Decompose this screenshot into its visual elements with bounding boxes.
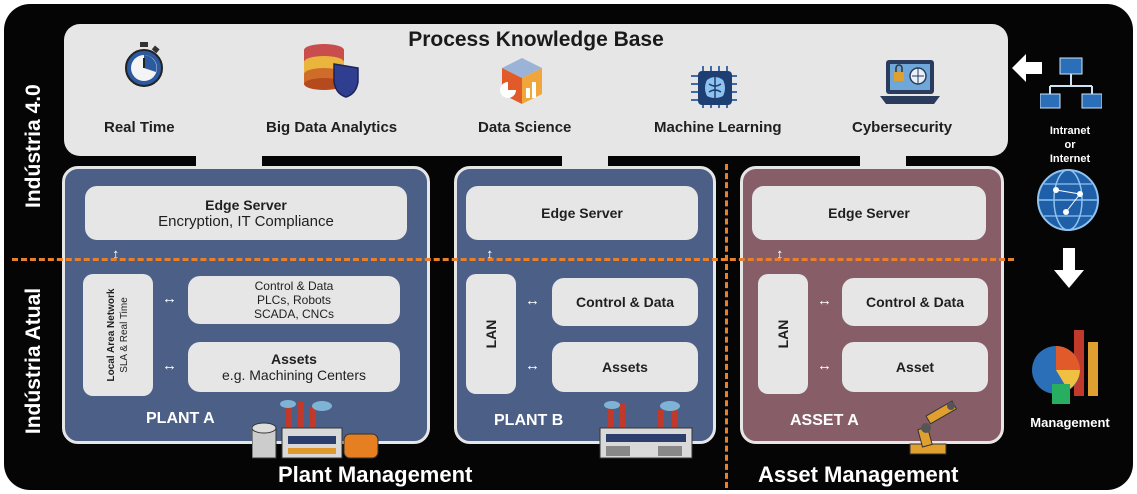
plant-a-lan-line1: Local Area Network [106,288,117,382]
management-divider-line [725,164,728,488]
plant-a-lan-line2: SLA & Real Time [119,297,130,373]
asset-management-label: Asset Management [758,462,959,487]
plant-a-edge-arrow: ↕ [112,246,120,263]
tech-label-real-time: Real Time [104,119,175,136]
plant-a-assets-title: Assets [271,351,317,367]
asset-a-edge-arrow: ↕ [776,246,784,263]
layer-divider-line [12,258,1014,261]
factory-icon [252,400,379,459]
plant-b-edge-arrow: ↕ [486,246,494,263]
data-science-cube-icon [500,58,542,104]
plant-b-assets-label: Assets [602,359,648,375]
plant-b-control-label: Control & Data [576,294,674,310]
plant-a-assets-subtitle: e.g. Machining Centers [222,367,366,383]
brain-chip-icon [691,66,737,108]
asset-a-asset-arrow: ↔ [817,357,832,374]
plant-b-name: PLANT B [494,412,564,429]
tech-label-cybersecurity: Cybersecurity [852,119,953,136]
plant-a-control-line1: Control & Data [254,279,334,293]
management-chart-icon [1032,330,1098,404]
plant-a-edge-title: Edge Server [205,196,287,213]
plant-a-control-arrow: ↔ [162,290,177,307]
plant-a-assets[interactable]: Assets e.g. Machining Centers [188,342,400,392]
robot-arm-icon [909,400,958,455]
asset-a-lan-label: LAN [775,319,791,349]
layer-label-industria-40: Indústria 4.0 [22,84,45,208]
layer-label-industria-atual: Indústria Atual [22,287,45,435]
asset-a-asset-label: Asset [895,359,935,375]
management-side-label: Management [1030,415,1110,430]
plant-a-edge-server[interactable]: Edge Server Encryption, IT Compliance [85,186,407,240]
plant-a-control-data[interactable]: Control & Data PLCs, Robots SCADA, CNCs [188,276,400,324]
laptop-lock-icon [880,60,940,104]
tech-label-machine-learning: Machine Learning [654,119,782,136]
factory-icon [599,401,693,459]
plant-a-control-line2: PLCs, Robots [256,293,332,307]
plant-a-edge-subtitle: Encryption, IT Compliance [158,212,334,230]
plant-a-lan[interactable]: Local Area Network SLA & Real Time [83,274,153,396]
database-shield-icon [304,44,359,98]
process-knowledge-base: Process Knowledge Base Real Time Big Dat… [64,24,1008,156]
plant-a-control-line3: SCADA, CNCs [253,307,334,321]
plant-b-edge-server[interactable]: Edge Server [466,186,698,240]
asset-a-lan[interactable]: LAN [758,274,808,394]
asset-a-asset[interactable]: Asset [842,342,988,392]
left-arrow-icon [1012,54,1042,82]
network-icon [1040,57,1102,109]
asset-a-edge-server[interactable]: Edge Server [752,186,986,240]
knowledge-base-title: Process Knowledge Base [408,28,664,51]
plant-a-name: PLANT A [146,410,215,427]
asset-a-control-data[interactable]: Control & Data [842,278,988,326]
asset-a-edge-title: Edge Server [828,205,910,221]
plant-management-label: Plant Management [278,462,473,487]
plant-a-assets-arrow: ↔ [162,357,177,374]
plant-b-lan-label: LAN [483,319,499,349]
stopwatch-icon [125,42,163,87]
plant-b-assets-arrow: ↔ [525,357,540,374]
tech-label-data-science: Data Science [478,119,572,136]
asset-a-control-arrow: ↔ [817,292,832,309]
network-line-3: Internet [1049,153,1091,165]
plant-b-assets[interactable]: Assets [552,342,698,392]
asset-a-control-label: Control & Data [866,294,964,310]
plant-b-lan[interactable]: LAN [466,274,516,394]
plant-b-edge-title: Edge Server [541,205,623,221]
network-line-2: or [1064,139,1076,151]
down-arrow-icon [1054,248,1084,288]
network-label: Intranet or Internet [1034,124,1106,166]
globe-icon [1037,169,1099,231]
plant-b-control-arrow: ↔ [525,292,540,309]
asset-a-name: ASSET A [790,412,859,429]
plant-b-control-data[interactable]: Control & Data [552,278,698,326]
tech-label-big-data: Big Data Analytics [266,119,398,136]
network-line-1: Intranet [1049,125,1091,137]
